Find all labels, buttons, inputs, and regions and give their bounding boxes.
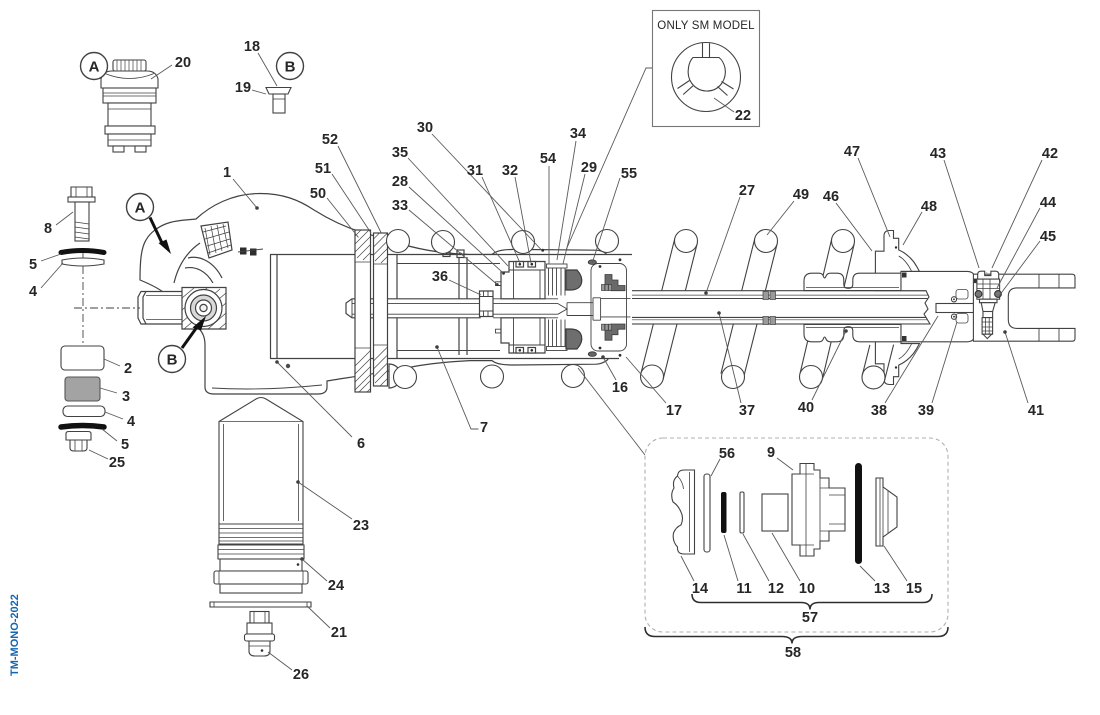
svg-text:46: 46 (823, 189, 839, 205)
svg-text:32: 32 (502, 163, 518, 179)
svg-text:B: B (167, 352, 178, 369)
svg-text:24: 24 (328, 578, 344, 594)
svg-text:13: 13 (874, 581, 890, 597)
svg-text:36: 36 (432, 269, 448, 285)
svg-text:58: 58 (785, 645, 801, 661)
svg-text:37: 37 (739, 403, 755, 419)
svg-text:18: 18 (244, 39, 260, 55)
svg-text:54: 54 (540, 151, 556, 167)
svg-text:50: 50 (310, 186, 326, 202)
svg-text:11: 11 (736, 581, 751, 597)
svg-text:17: 17 (666, 403, 682, 419)
svg-text:B: B (285, 59, 296, 76)
svg-text:14: 14 (692, 581, 708, 597)
svg-text:ONLY SM MODEL: ONLY SM MODEL (657, 20, 755, 32)
svg-text:43: 43 (930, 146, 946, 162)
svg-text:3: 3 (122, 389, 130, 405)
svg-text:1: 1 (223, 165, 231, 181)
svg-text:30: 30 (417, 120, 433, 136)
svg-text:40: 40 (798, 400, 814, 416)
svg-text:52: 52 (322, 132, 338, 148)
svg-text:28: 28 (392, 174, 408, 190)
svg-text:29: 29 (581, 160, 597, 176)
svg-text:23: 23 (353, 518, 369, 534)
svg-text:45: 45 (1040, 229, 1056, 245)
svg-text:20: 20 (175, 55, 191, 71)
svg-text:A: A (135, 200, 146, 217)
svg-text:12: 12 (768, 581, 784, 597)
svg-text:55: 55 (621, 166, 637, 182)
svg-text:47: 47 (844, 144, 860, 160)
svg-text:33: 33 (392, 198, 408, 214)
svg-text:39: 39 (918, 403, 934, 419)
svg-text:22: 22 (735, 108, 751, 124)
svg-text:16: 16 (612, 380, 628, 396)
svg-text:21: 21 (331, 625, 347, 641)
svg-text:42: 42 (1042, 146, 1058, 162)
svg-text:4: 4 (29, 284, 37, 300)
svg-text:56: 56 (719, 446, 735, 462)
svg-text:10: 10 (799, 581, 815, 597)
svg-text:2: 2 (124, 361, 132, 377)
svg-text:26: 26 (293, 667, 309, 683)
svg-text:51: 51 (315, 161, 331, 177)
svg-text:41: 41 (1028, 403, 1044, 419)
svg-text:48: 48 (921, 199, 937, 215)
svg-text:19: 19 (235, 80, 251, 96)
svg-text:15: 15 (906, 581, 922, 597)
svg-text:44: 44 (1040, 195, 1056, 211)
svg-text:38: 38 (871, 403, 887, 419)
svg-text:8: 8 (44, 221, 52, 237)
svg-text:4: 4 (127, 414, 135, 430)
svg-text:TM-MONO-2022: TM-MONO-2022 (9, 594, 21, 676)
svg-text:5: 5 (29, 257, 37, 273)
svg-text:57: 57 (802, 610, 818, 626)
svg-text:34: 34 (570, 126, 586, 142)
svg-text:25: 25 (109, 455, 125, 471)
svg-text:31: 31 (467, 163, 483, 179)
svg-text:9: 9 (767, 445, 775, 461)
svg-text:6: 6 (357, 436, 365, 452)
svg-text:7: 7 (480, 420, 488, 436)
svg-text:A: A (89, 59, 100, 76)
svg-text:5: 5 (121, 437, 129, 453)
svg-text:49: 49 (793, 187, 809, 203)
svg-text:35: 35 (392, 145, 408, 161)
svg-text:27: 27 (739, 183, 755, 199)
